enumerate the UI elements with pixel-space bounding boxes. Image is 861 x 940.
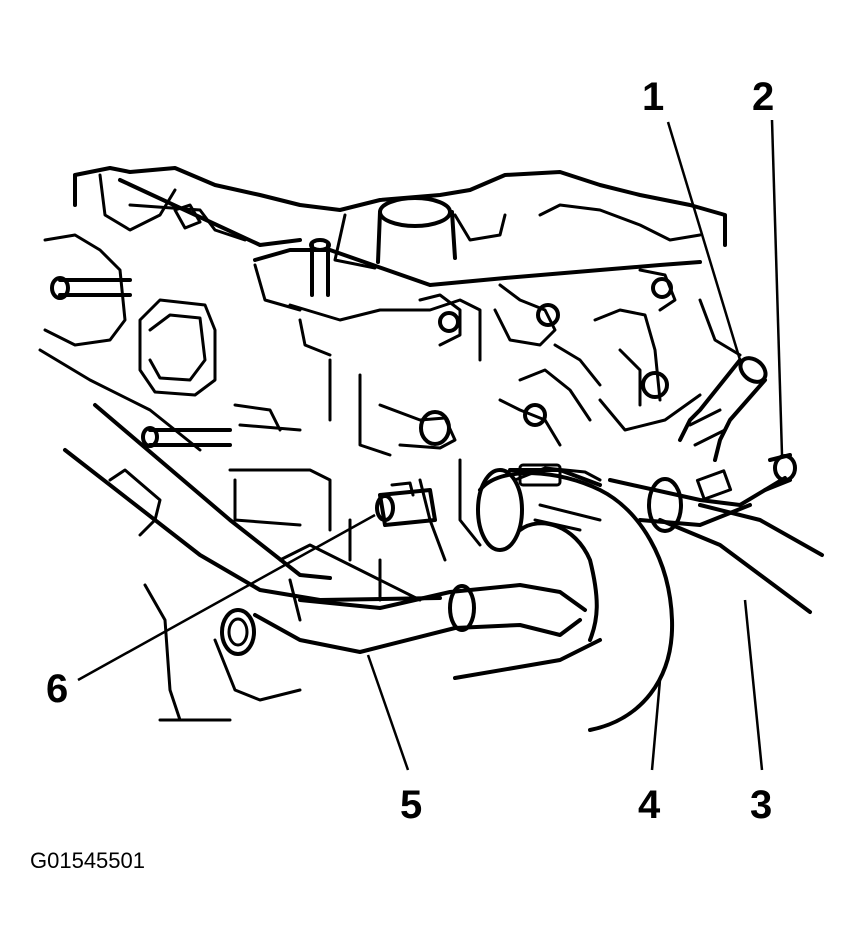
engine-block-drawing	[38, 166, 742, 722]
leader-5	[366, 654, 410, 771]
long-tube-drawing	[63, 403, 442, 656]
right-tube-drawing	[658, 503, 824, 614]
upper-hose-drawing	[476, 463, 675, 732]
leader-4	[650, 679, 662, 771]
leader-6	[77, 513, 376, 682]
callout-4: 4	[638, 783, 661, 827]
figure-id-label: G01545501	[30, 848, 145, 873]
leader-1	[666, 121, 742, 361]
callout-2: 2	[752, 75, 774, 119]
lower-hose-drawing	[253, 583, 602, 680]
leader-3	[743, 599, 764, 771]
callout-3: 3	[750, 783, 772, 827]
leader-2	[770, 119, 784, 456]
leader-lines	[77, 119, 784, 771]
callout-labels: 1 2 3 4 5 6	[46, 75, 774, 827]
nipple-fitting-drawing	[375, 481, 437, 527]
callout-1: 1	[642, 75, 664, 119]
callout-5: 5	[400, 783, 422, 827]
callout-6: 6	[46, 667, 68, 711]
